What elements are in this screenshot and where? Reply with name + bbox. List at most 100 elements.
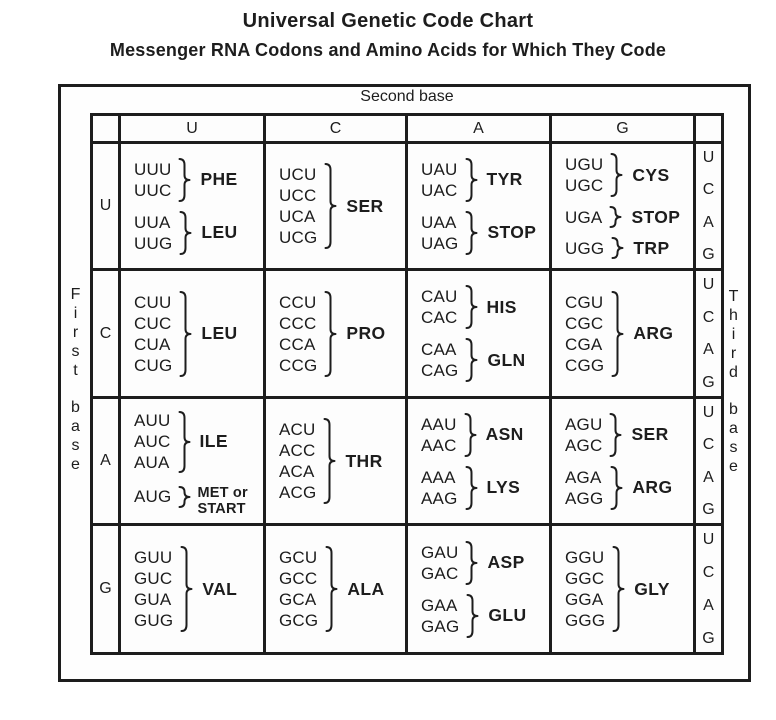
amino-acid-label-line: START xyxy=(197,500,246,517)
curly-brace-icon xyxy=(465,540,478,585)
codon-AUG: AUG xyxy=(134,487,172,506)
codon-AGA: AGA xyxy=(565,467,602,487)
third-base-letter-A: A xyxy=(703,213,714,231)
third-base-letter-C: C xyxy=(702,564,715,581)
codon-CGU: CGU xyxy=(565,292,604,312)
curly-brace-icon xyxy=(464,412,477,457)
second-base-header-U: U xyxy=(121,116,266,144)
amino-acid-label-ILE: ILE xyxy=(199,431,228,451)
amino-acid-label-TRP: TRP xyxy=(633,237,670,258)
curly-brace-icon xyxy=(323,418,336,504)
amino-acid-label-ARG: ARG xyxy=(633,323,674,343)
codon-UAA: UAA xyxy=(421,212,457,232)
curly-brace-icon xyxy=(178,410,190,473)
codon-GUC: GUC xyxy=(134,569,173,588)
amino-acid-label-GLN: GLN xyxy=(487,349,526,370)
amino-acid-label-PHE: PHE xyxy=(200,169,238,189)
curly-brace-icon xyxy=(178,157,191,202)
codon-GUU: GUU xyxy=(134,548,173,567)
codon-CUA: CUA xyxy=(134,334,171,354)
amino-acid-label-ASP: ASP xyxy=(487,552,525,572)
curly-brace-icon xyxy=(611,290,624,377)
codon-CAG: CAG xyxy=(421,361,459,380)
codon-GCG: GCG xyxy=(279,611,319,630)
third-base-letter-G: G xyxy=(702,630,715,647)
curly-brace-icon xyxy=(179,290,192,377)
codon-UAG: UAG xyxy=(421,233,459,253)
amino-acid-label-CYS: CYS xyxy=(632,164,670,185)
codon-GGC: GGC xyxy=(565,569,605,588)
codon-UCU: UCU xyxy=(279,165,317,184)
codon-UUU: UUU xyxy=(134,159,172,179)
curly-brace-icon xyxy=(609,206,622,228)
codon-UAC: UAC xyxy=(421,180,458,200)
curly-brace-icon xyxy=(611,237,624,259)
codon-ACG: ACG xyxy=(279,483,317,502)
curly-brace-icon xyxy=(465,465,478,510)
second-base-header-A: A xyxy=(408,116,552,144)
codon-CUU: CUU xyxy=(134,292,172,312)
curly-brace-icon xyxy=(612,546,625,632)
codon-GAU: GAU xyxy=(421,542,459,562)
codon-cell-UC: UCU UCC UCA UCG SER xyxy=(266,144,408,271)
codon-UCC: UCC xyxy=(279,186,317,205)
curly-brace-icon xyxy=(465,285,477,329)
curly-brace-icon xyxy=(465,338,478,382)
codon-list: UCU UCC UCA UCG xyxy=(279,164,317,248)
codon-CGC: CGC xyxy=(565,313,604,333)
amino-acid-label-GLU: GLU xyxy=(488,605,527,625)
amino-acid-label-STOP: STOP xyxy=(631,206,681,227)
codon-list: UGA xyxy=(565,207,602,228)
codon-CGG: CGG xyxy=(565,355,605,375)
codon-UCG: UCG xyxy=(279,228,318,247)
second-base-header-C: C xyxy=(266,116,408,144)
codon-AAC: AAC xyxy=(421,435,457,455)
curly-brace-icon xyxy=(324,290,337,377)
codon-GUA: GUA xyxy=(134,590,172,609)
codon-AAA: AAA xyxy=(421,467,456,487)
codon-CUG: CUG xyxy=(134,355,173,375)
curly-brace-icon xyxy=(324,163,337,249)
curly-brace-icon xyxy=(179,210,192,255)
third-base-letter-G: G xyxy=(702,500,715,518)
amino-acid-label-SER: SER xyxy=(346,195,384,216)
codon-UCA: UCA xyxy=(279,207,316,226)
codon-UGG: UGG xyxy=(565,238,605,258)
third-base-letter-U: U xyxy=(702,149,715,166)
codon-ACC: ACC xyxy=(279,441,316,460)
codon-GCA: GCA xyxy=(279,590,317,609)
codon-AAG: AAG xyxy=(421,488,458,508)
codon-UGU: UGU xyxy=(565,155,604,174)
corner-cell-left xyxy=(93,116,121,144)
